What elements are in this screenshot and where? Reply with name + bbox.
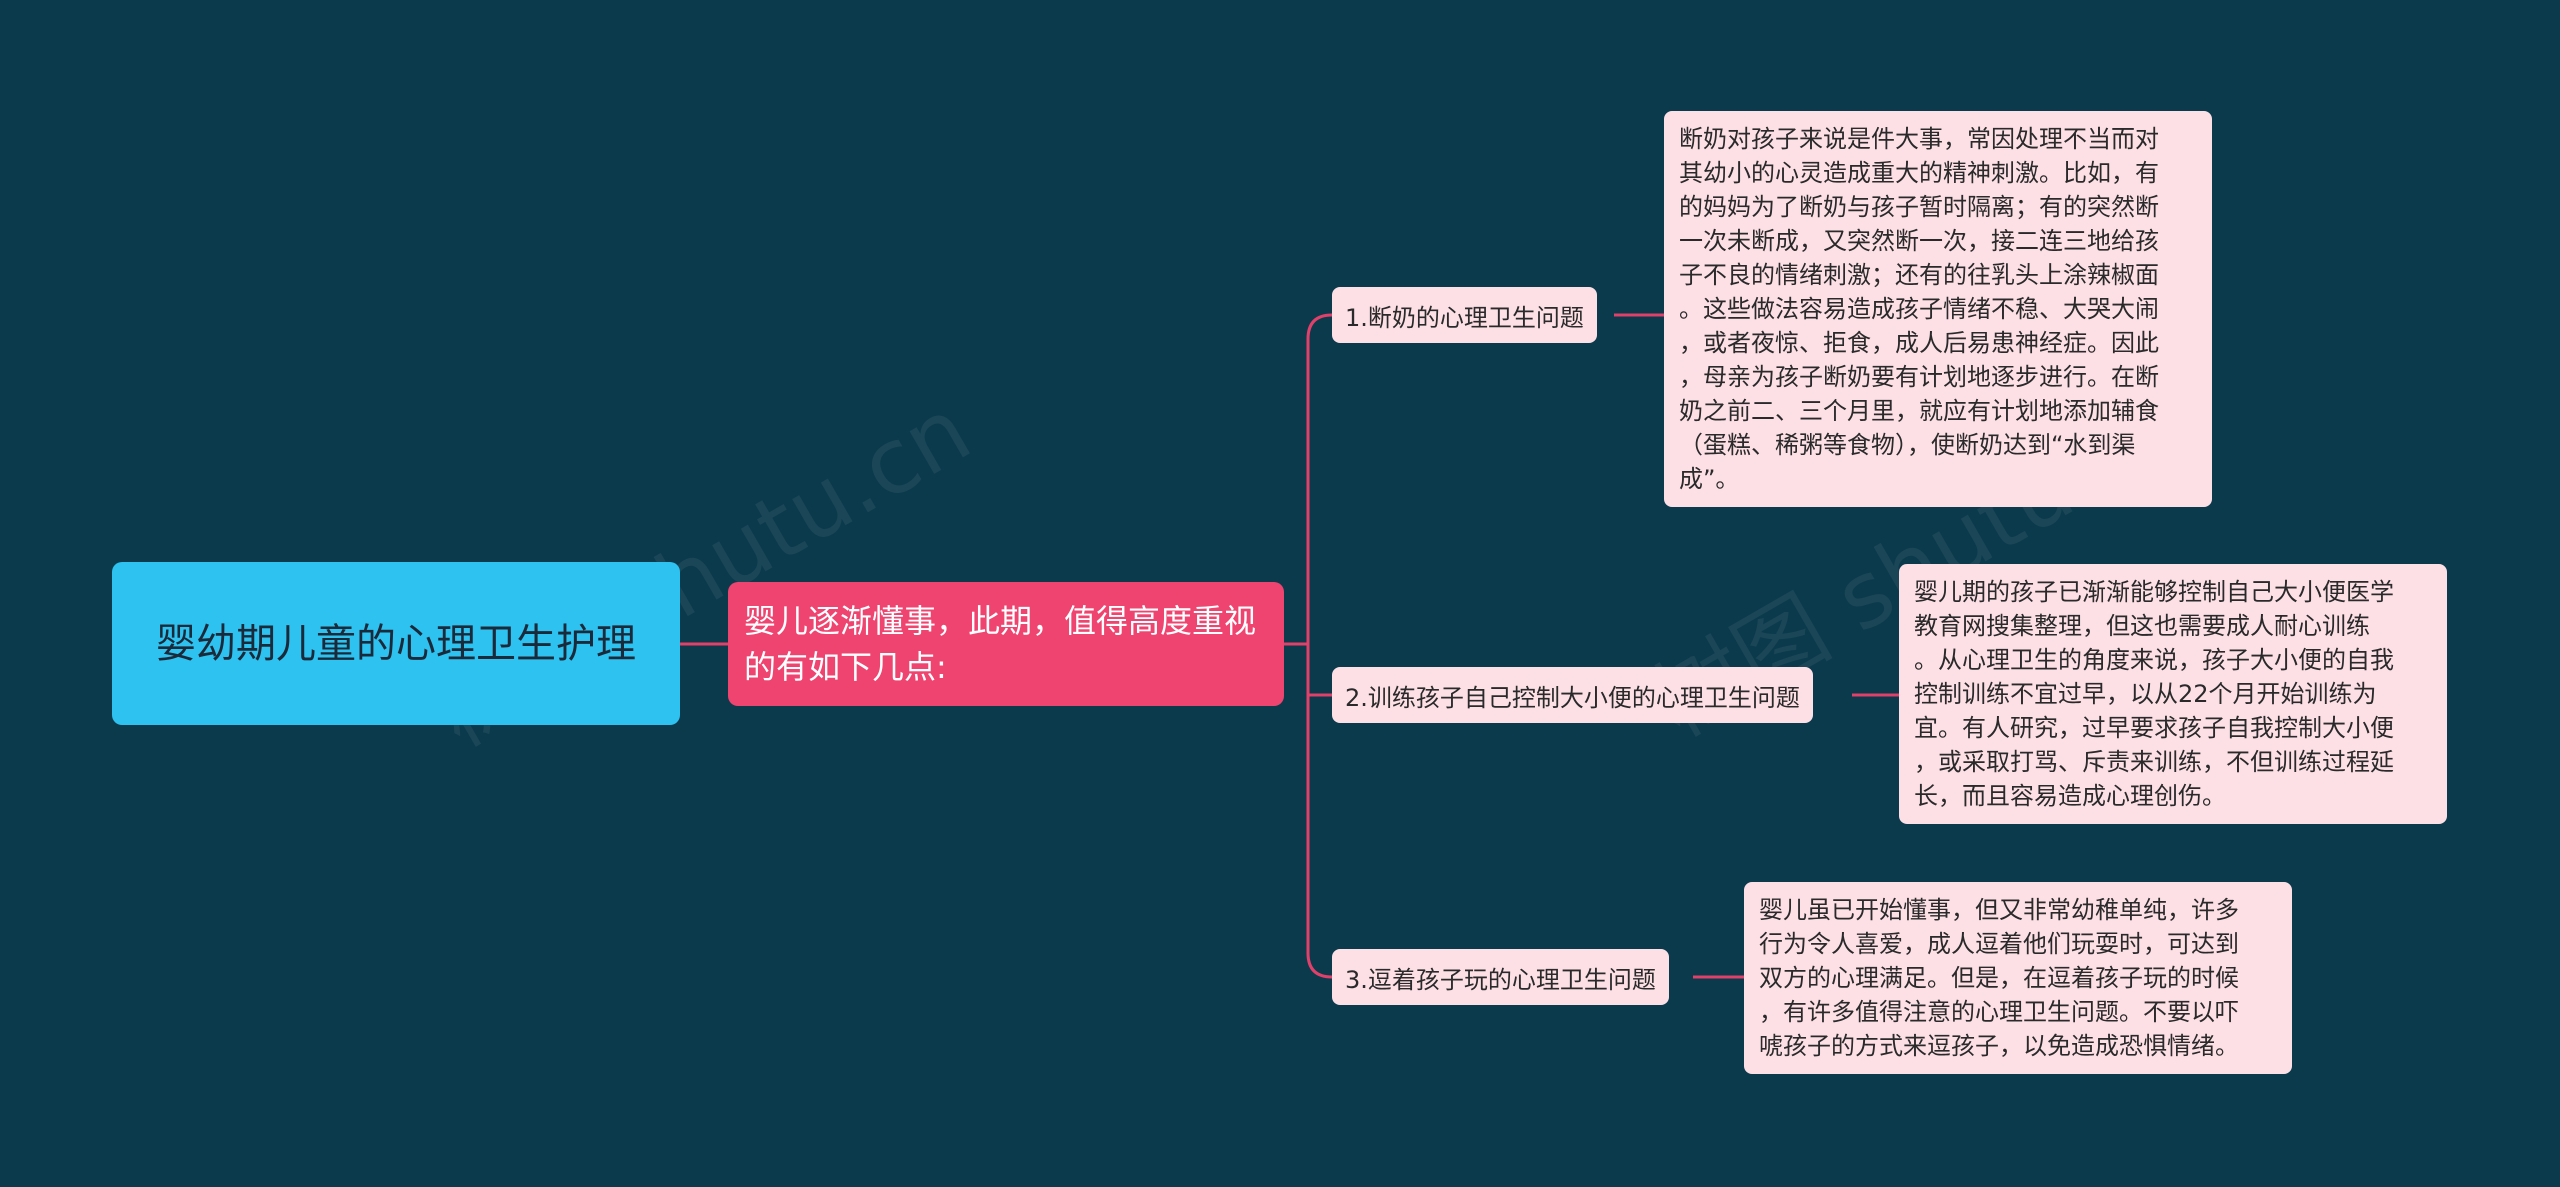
- detail-line: 断奶对孩子来说是件大事，常因处理不当而对: [1679, 125, 2159, 153]
- detail-line: 的妈妈为了断奶与孩子暂时隔离；有的突然断: [1679, 193, 2159, 221]
- detail-text: 婴儿虽已开始懂事，但又非常幼稚单纯，许多 行为令人喜爱，成人逗着他们玩耍时，可达…: [1759, 893, 2239, 1063]
- main-subtopic-label: 婴儿逐渐懂事，此期，值得高度重视的有如下几点:: [744, 602, 1257, 686]
- detail-line: ，有许多值得注意的心理卫生问题。不要以吓: [1759, 998, 2239, 1026]
- detail-line: 一次未断成，又突然断一次，接二连三地给孩: [1679, 227, 2159, 255]
- detail-line: 行为令人喜爱，成人逗着他们玩耍时，可达到: [1759, 930, 2239, 958]
- branch-topic-label: 1.断奶的心理卫生问题: [1345, 303, 1584, 332]
- detail-line: 婴儿期的孩子已渐渐能够控制自己大小便医学: [1914, 578, 2394, 606]
- detail-line: 奶之前二、三个月里，就应有计划地添加辅食: [1679, 397, 2159, 425]
- detail-line: 长，而且容易造成心理创伤。: [1914, 782, 2226, 810]
- root-topic-label: 婴幼期儿童的心理卫生护理: [156, 620, 636, 667]
- detail-line: 控制训练不宜过早，以从22个月开始训练为: [1914, 680, 2377, 708]
- branch-topic-label: 3.逗着孩子玩的心理卫生问题: [1345, 965, 1656, 994]
- detail-topic-2[interactable]: 婴儿期的孩子已渐渐能够控制自己大小便医学 教育网搜集整理，但这也需要成人耐心训练…: [1899, 564, 2447, 824]
- detail-line: 唬孩子的方式来逗孩子，以免造成恐惧情绪。: [1759, 1032, 2239, 1060]
- branch-topic-3[interactable]: 3.逗着孩子玩的心理卫生问题: [1332, 949, 1669, 1005]
- connector-trunk: [1306, 313, 1333, 979]
- detail-line: （蛋糕、稀粥等食物），使断奶达到“水到渠: [1679, 431, 2136, 459]
- detail-line: 宜。有人研究，过早要求孩子自我控制大小便: [1914, 714, 2394, 742]
- main-subtopic[interactable]: 婴儿逐渐懂事，此期，值得高度重视的有如下几点:: [728, 582, 1284, 706]
- branch-topic-2[interactable]: 2.训练孩子自己控制大小便的心理卫生问题: [1332, 667, 1813, 723]
- detail-topic-1[interactable]: 断奶对孩子来说是件大事，常因处理不当而对 其幼小的心灵造成重大的精神刺激。比如，…: [1664, 111, 2212, 507]
- detail-line: 。这些做法容易造成孩子情绪不稳、大哭大闹: [1679, 295, 2159, 323]
- detail-line: 双方的心理满足。但是，在逗着孩子玩的时候: [1759, 964, 2239, 992]
- detail-line: 婴儿虽已开始懂事，但又非常幼稚单纯，许多: [1759, 896, 2239, 924]
- detail-line: 其幼小的心灵造成重大的精神刺激。比如，有: [1679, 159, 2159, 187]
- branch-topic-label: 2.训练孩子自己控制大小便的心理卫生问题: [1345, 683, 1800, 712]
- detail-line: 成”。: [1679, 465, 1740, 493]
- detail-topic-3[interactable]: 婴儿虽已开始懂事，但又非常幼稚单纯，许多 行为令人喜爱，成人逗着他们玩耍时，可达…: [1744, 882, 2292, 1074]
- detail-line: 子不良的情绪刺激；还有的往乳头上涂辣椒面: [1679, 261, 2159, 289]
- detail-line: ，或采取打骂、斥责来训练，不但训练过程延: [1914, 748, 2394, 776]
- detail-text: 断奶对孩子来说是件大事，常因处理不当而对 其幼小的心灵造成重大的精神刺激。比如，…: [1679, 122, 2159, 496]
- detail-text: 婴儿期的孩子已渐渐能够控制自己大小便医学 教育网搜集整理，但这也需要成人耐心训练…: [1914, 575, 2394, 813]
- branch-topic-1[interactable]: 1.断奶的心理卫生问题: [1332, 287, 1597, 343]
- detail-line: 。从心理卫生的角度来说，孩子大小便的自我: [1914, 646, 2394, 674]
- detail-line: 教育网搜集整理，但这也需要成人耐心训练: [1914, 612, 2370, 640]
- root-topic[interactable]: 婴幼期儿童的心理卫生护理: [112, 562, 680, 725]
- detail-line: ，或者夜惊、拒食，成人后易患神经症。因此: [1679, 329, 2159, 357]
- detail-line: ，母亲为孩子断奶要有计划地逐步进行。在断: [1679, 363, 2159, 391]
